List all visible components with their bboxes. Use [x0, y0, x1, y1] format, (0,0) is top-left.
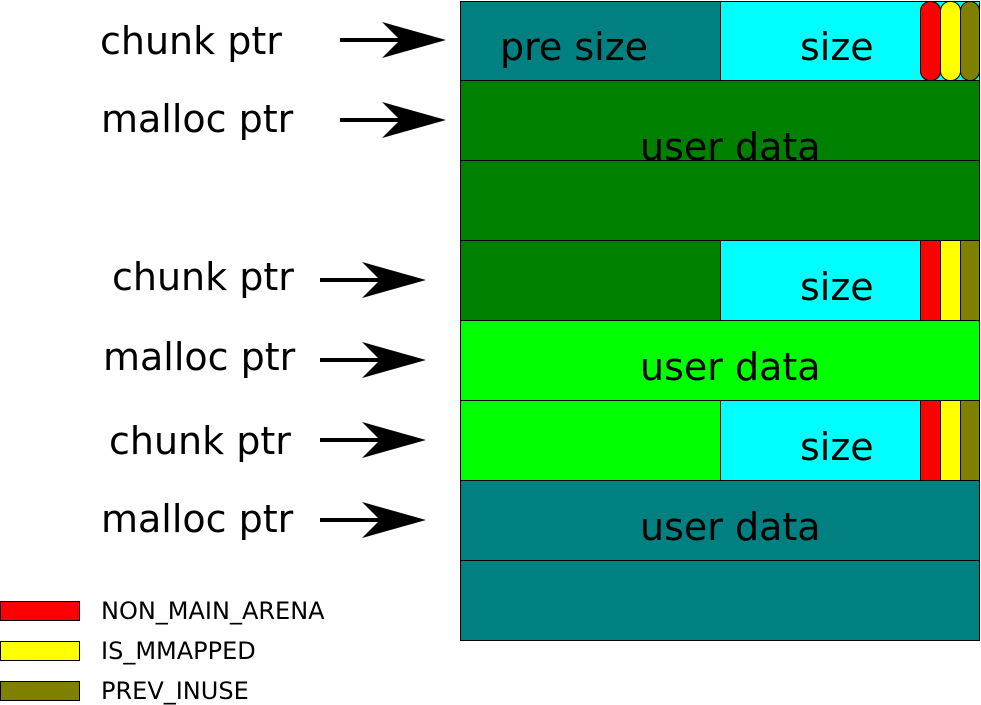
legend-label-is-mmapped: IS_MMAPPED	[101, 637, 256, 665]
is-mmapped-flag-2	[940, 240, 961, 321]
non-main-arena-flag-2	[920, 240, 941, 321]
non-main-arena-flag-1	[920, 1, 941, 81]
pre-size-label: pre size	[500, 25, 649, 69]
arrow-right-icon	[320, 342, 426, 378]
non-main-arena-flag-3	[920, 400, 941, 481]
chunk3-pre-size-field	[460, 400, 721, 481]
legend-label-prev-inuse: PREV_INUSE	[101, 677, 249, 705]
user-data-label-2: user data	[640, 345, 821, 389]
arrow-right-icon	[340, 22, 446, 58]
legend-swatch-non-main-arena	[0, 601, 80, 621]
is-mmapped-flag-1	[940, 1, 961, 81]
malloc-ptr-label-3: malloc ptr	[101, 497, 294, 541]
user-data-field-2	[460, 320, 980, 401]
legend-swatch-is-mmapped	[0, 641, 80, 661]
user-data-field-1a	[460, 80, 980, 161]
size-label-3: size	[800, 425, 874, 469]
is-mmapped-flag-3	[940, 400, 961, 481]
malloc-ptr-label-1: malloc ptr	[101, 97, 294, 141]
chunk2-pre-size-field	[460, 240, 721, 321]
chunk-ptr-label-3: chunk ptr	[109, 419, 291, 463]
user-data-label-1: user data	[640, 125, 821, 169]
user-data-label-3: user data	[640, 505, 821, 549]
size-label-2: size	[800, 265, 874, 309]
chunk-ptr-label-1: chunk ptr	[100, 19, 282, 63]
arrow-right-icon	[320, 262, 426, 298]
arrow-right-icon	[320, 502, 426, 538]
size-label-1: size	[800, 25, 874, 69]
arrow-right-icon	[320, 422, 426, 458]
chunk-ptr-label-2: chunk ptr	[112, 255, 294, 299]
user-data-field-3b	[460, 560, 980, 641]
arrow-right-icon	[340, 102, 446, 138]
user-data-field-3a	[460, 480, 980, 561]
pre-size-field	[460, 1, 721, 81]
legend-label-non-main-arena: NON_MAIN_ARENA	[101, 597, 325, 625]
legend-swatch-prev-inuse	[0, 681, 80, 701]
prev-inuse-flag-1	[960, 1, 980, 81]
prev-inuse-flag-3	[960, 400, 980, 481]
user-data-field-1b	[460, 160, 980, 241]
malloc-ptr-label-2: malloc ptr	[103, 335, 296, 379]
prev-inuse-flag-2	[960, 240, 980, 321]
